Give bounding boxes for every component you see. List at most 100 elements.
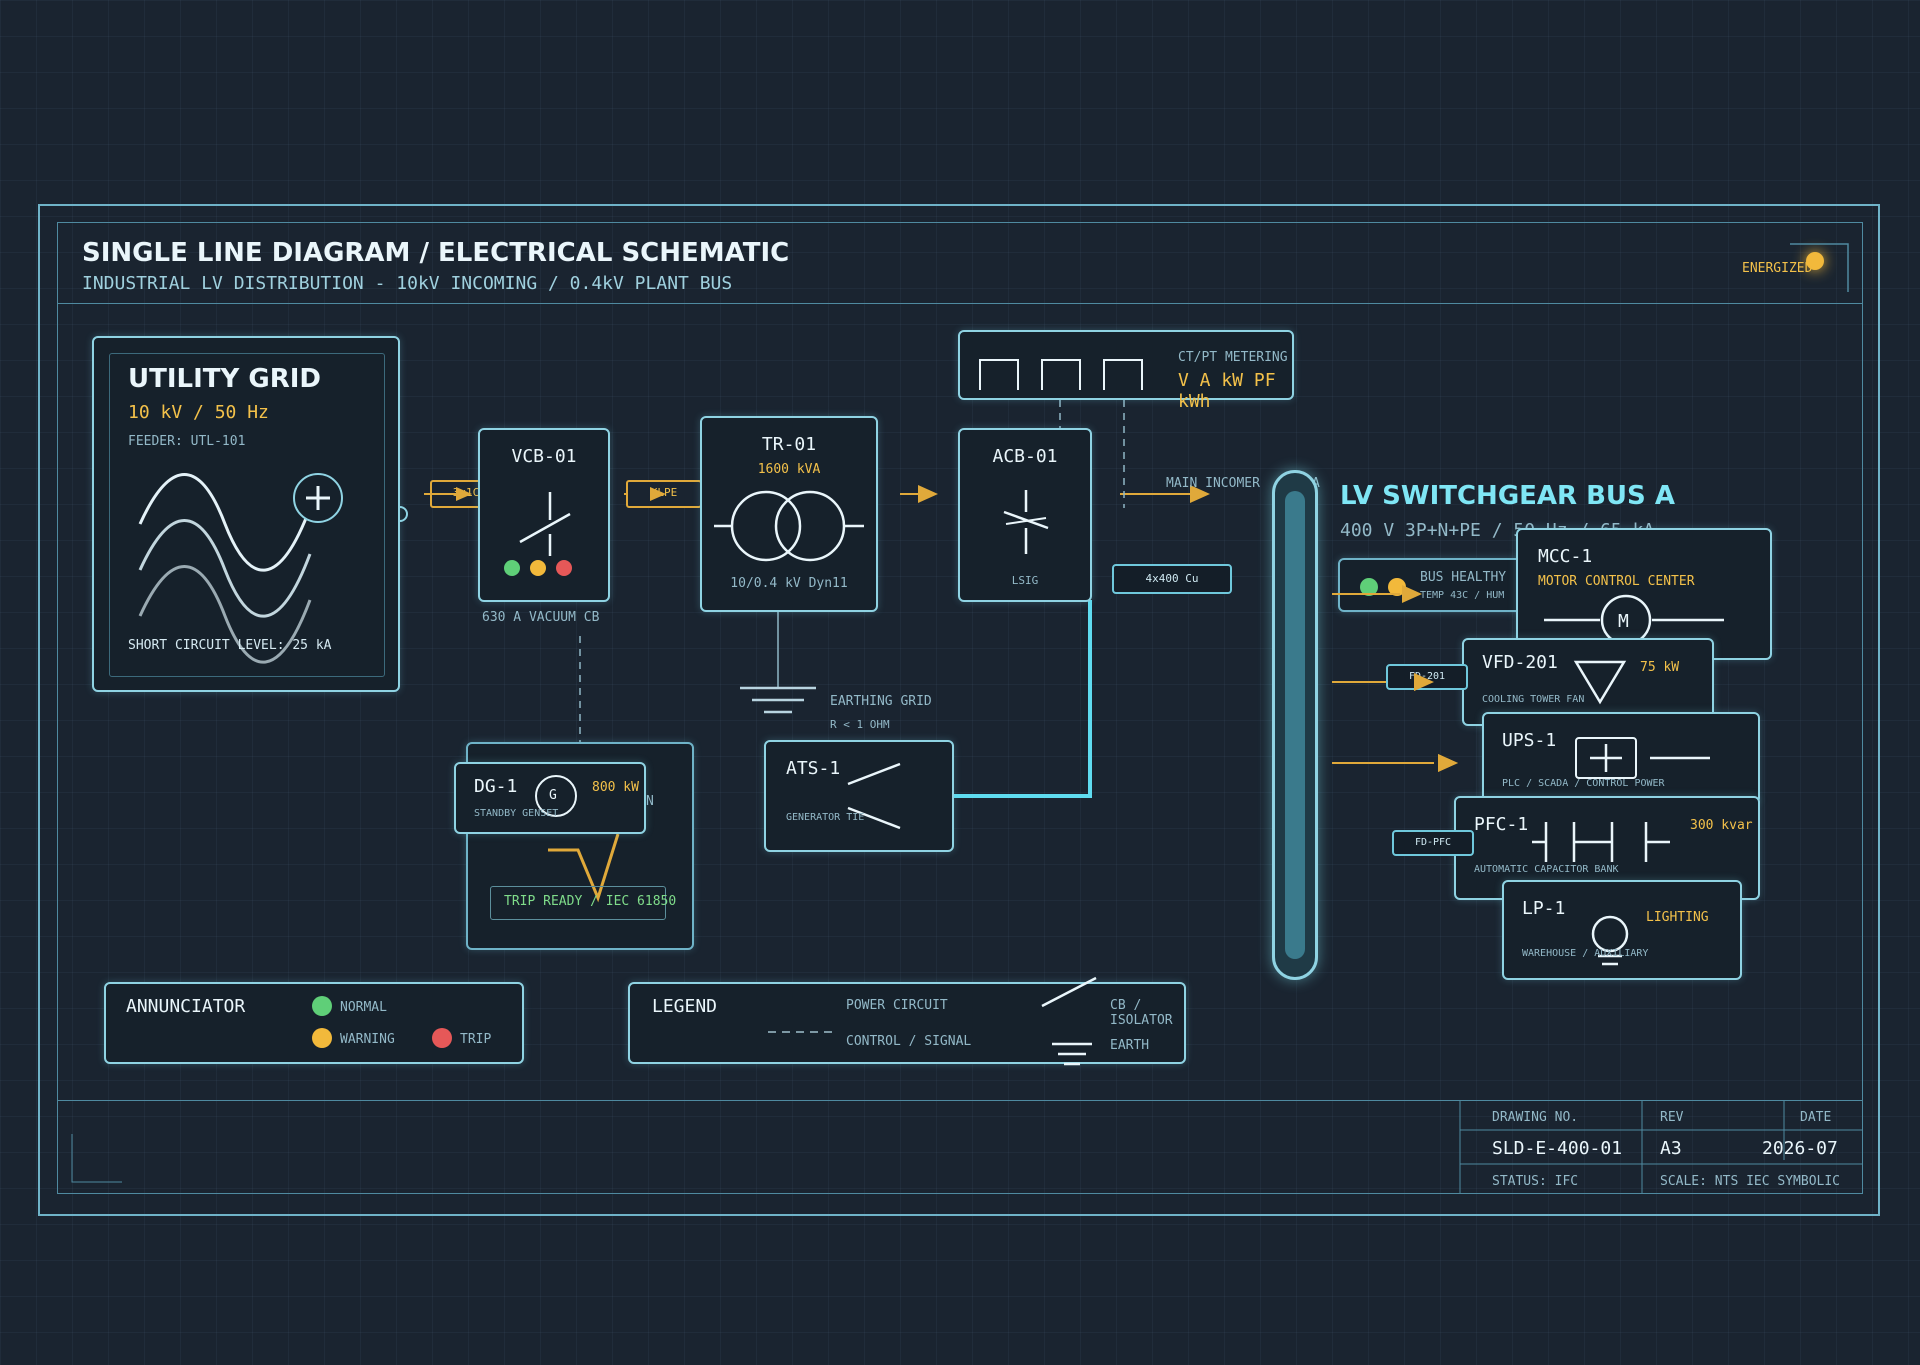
header-divider — [58, 303, 1862, 304]
lv-busbar[interactable] — [1272, 470, 1318, 980]
lp-rating: LIGHTING — [1646, 910, 1709, 925]
acb-01-breaker[interactable]: ACB-01 LSIG — [958, 428, 1092, 602]
utility-feeder: FEEDER: UTL-101 — [128, 434, 246, 449]
vfd-sub: COOLING TOWER FAN — [1482, 694, 1585, 705]
drawing-number: SLD-E-400-01 — [1492, 1138, 1623, 1159]
annunciator-title: ANNUNCIATOR — [126, 996, 246, 1017]
tr-title: TR-01 — [761, 434, 817, 455]
legend-control: CONTROL / SIGNAL — [846, 1034, 972, 1049]
bus-health-panel[interactable]: BUS HEALTHY TEMP 43C / HUM — [1338, 558, 1538, 612]
ups-title: UPS-1 — [1502, 730, 1557, 751]
sine-wave-icon — [138, 473, 312, 664]
transformer-coil-icon — [714, 490, 864, 562]
legend-panel: LEGEND POWER CIRCUIT CONTROL / SIGNAL CB… — [628, 976, 1186, 1066]
lp-sub: WAREHOUSE / AUXILIARY — [1522, 948, 1649, 959]
generator-icon — [535, 775, 577, 817]
ats-1-transfer-switch[interactable]: ATS-1 GENERATOR TIE — [764, 740, 954, 852]
earthing-label: EARTHING GRID — [830, 694, 932, 709]
ct-coil-icon — [979, 359, 1143, 390]
metering-label: CT/PT METERING — [1178, 350, 1288, 365]
ats-switch-icon — [847, 762, 901, 830]
status-badge: ENERGIZED — [1742, 261, 1813, 276]
page-subtitle: INDUSTRIAL LV DISTRIBUTION - 10kV INCOMI… — [82, 273, 733, 294]
ct-pt-metering[interactable]: CT/PT METERING V A kW PF kWh — [958, 330, 1294, 412]
vcb-01-breaker[interactable]: VCB-01 — [478, 428, 610, 602]
lp-title: LP-1 — [1522, 898, 1566, 919]
footer-divider — [58, 1100, 1862, 1101]
dg-sub: STANDBY GENSET — [474, 808, 559, 819]
dg-1-generator[interactable]: DG-1 G 800 kW STANDBY GENSET — [454, 762, 646, 834]
legend-cb-icon — [1041, 976, 1097, 1008]
utility-rating: 10 kV / 50 Hz — [128, 402, 269, 423]
trip-indicator — [432, 1028, 452, 1048]
relay-status: TRIP READY / IEC 61850 — [504, 894, 677, 909]
ups-battery-icon — [1575, 737, 1710, 779]
ups-sub: PLC / SCADA / CONTROL POWER — [1502, 778, 1665, 789]
legend-power: POWER CIRCUIT — [846, 998, 948, 1013]
relay-trip-curve-icon — [548, 833, 620, 903]
utility-grid-panel[interactable]: UTILITY GRID 10 kV / 50 Hz FEEDER: UTL-1… — [92, 336, 400, 692]
vcb-caption: 630 A VACUUM CB — [482, 610, 600, 625]
dg-title: DG-1 — [474, 776, 518, 797]
bus-health-sub: TEMP 43C / HUM — [1420, 590, 1505, 601]
legend-cb: CB / ISOLATOR — [1110, 998, 1173, 1028]
drawing-border-outer — [38, 204, 1880, 1216]
tr-rating: 1600 kVA — [757, 462, 821, 477]
tr-01-transformer[interactable]: TR-01 1600 kVA 10/0.4 kV Dyn11 — [700, 416, 878, 612]
motor-icon — [1544, 594, 1724, 646]
motor-glyph: M — [1618, 611, 1629, 632]
rev-label: REV — [1660, 1110, 1684, 1125]
ups-1-feeder[interactable]: UPS-1 PLC / SCADA / CONTROL POWER — [1482, 712, 1760, 804]
main-incomer-label: MAIN INCOMER — [1166, 476, 1260, 491]
pfc-rating: 300 kvar — [1690, 818, 1753, 833]
capacitor-bank-icon — [1532, 822, 1670, 862]
bus-title: LV SWITCHGEAR BUS A — [1340, 481, 1675, 511]
drawing-border-inner — [57, 222, 1863, 1194]
vcb-trip-lamp — [556, 560, 572, 576]
ats-title: ATS-1 — [786, 758, 841, 779]
legend-earth: EARTH — [1110, 1038, 1150, 1053]
warning-label: WARNING — [340, 1032, 395, 1047]
generator-glyph: G — [549, 788, 557, 803]
bus-normal-lamp — [1360, 578, 1378, 596]
tr-vector-group: 10/0.4 kV Dyn11 — [730, 576, 848, 591]
energized-indicator — [1806, 252, 1824, 270]
vfd-title: VFD-201 — [1482, 652, 1558, 673]
drawing-date: 2026-07 — [1762, 1138, 1838, 1159]
lp-1-feeder[interactable]: LP-1 LIGHTING WAREHOUSE / AUXILIARY — [1502, 880, 1742, 980]
ats-sub: GENERATOR TIE — [786, 812, 865, 823]
bus-health-label: BUS HEALTHY — [1420, 570, 1507, 585]
page-title: SINGLE LINE DIAGRAM / ELECTRICAL SCHEMAT… — [82, 238, 790, 268]
lamp-icon — [1591, 915, 1629, 966]
pfc-title: PFC-1 — [1474, 814, 1529, 835]
drawing-no-label: DRAWING NO. — [1492, 1110, 1579, 1125]
vcb-normal-lamp — [504, 560, 520, 576]
drawing-scale: SCALE: NTS IEC SYMBOLIC — [1660, 1174, 1841, 1189]
mcc-sub: MOTOR CONTROL CENTER — [1538, 574, 1695, 589]
mcc-title: MCC-1 — [1538, 546, 1593, 567]
vcb-title: VCB-01 — [511, 446, 577, 467]
drawing-status: STATUS: IFC — [1492, 1174, 1579, 1189]
legend-earth-icon — [1052, 1042, 1092, 1066]
utility-title: UTILITY GRID — [128, 364, 321, 394]
feeder-tag-pfc[interactable]: FD-PFC — [1392, 830, 1474, 856]
breaker-switch-icon — [519, 492, 571, 556]
acb-contact-icon — [1003, 490, 1049, 554]
legend-dash-icon — [768, 1031, 832, 1033]
warning-indicator — [312, 1028, 332, 1048]
date-label: DATE — [1800, 1110, 1832, 1125]
pfc-sub: AUTOMATIC CAPACITOR BANK — [1474, 864, 1619, 875]
dg-hidden-char: N — [646, 794, 654, 809]
normal-indicator — [312, 996, 332, 1016]
cable-tag-c3[interactable]: 4x400 Cu — [1112, 564, 1232, 594]
legend-title: LEGEND — [652, 996, 718, 1017]
bus-warning-lamp — [1388, 578, 1406, 596]
vcb-warning-lamp — [530, 560, 546, 576]
source-plus-icon — [293, 473, 343, 523]
normal-label: NORMAL — [340, 1000, 387, 1015]
trip-label: TRIP — [460, 1032, 492, 1047]
short-circuit-level: SHORT CIRCUIT LEVEL: 25 kA — [128, 638, 332, 653]
annunciator-panel: ANNUNCIATOR NORMAL WARNING TRIP — [104, 982, 524, 1064]
